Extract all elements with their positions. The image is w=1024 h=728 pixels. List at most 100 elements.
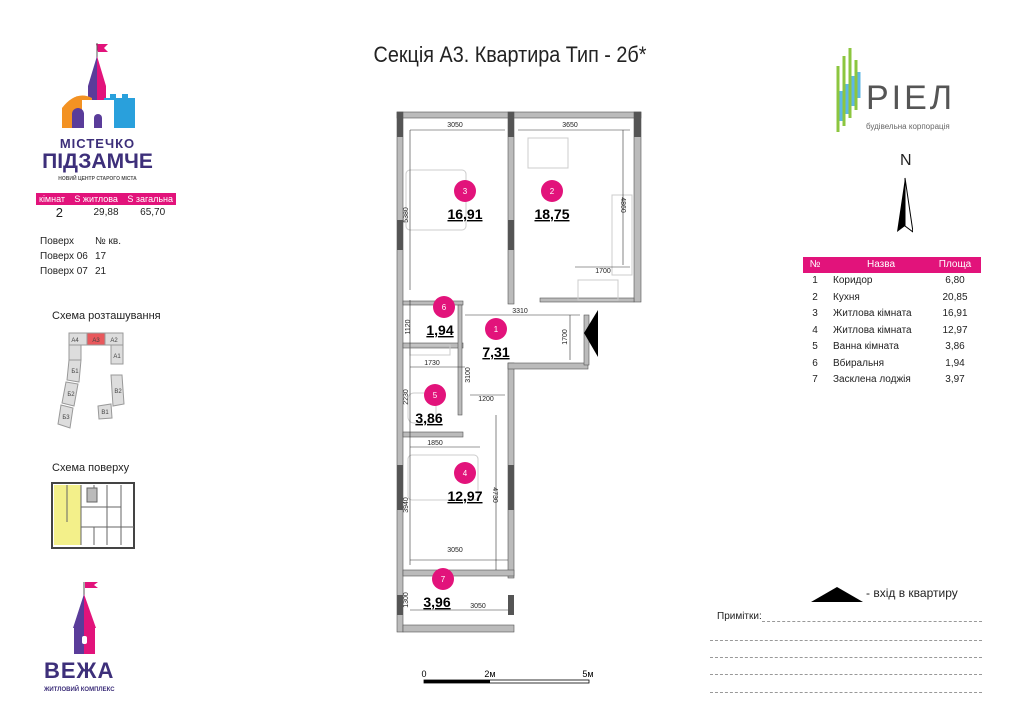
location-scheme-label: Схема розташування — [52, 310, 161, 322]
summary-header: S житлова — [74, 194, 118, 204]
dimension-label: 1730 — [424, 360, 440, 367]
room-number: 5 — [433, 391, 438, 400]
table-cell: 6 — [812, 357, 818, 369]
brand-tagline: НОВИЙ ЦЕНТР СТАРОГО МІСТА — [58, 176, 137, 182]
dimension-label: 5380 — [403, 207, 410, 223]
table-cell: Ванна кімната — [833, 341, 899, 352]
table-row: 6 Вбиральня 1,94 — [803, 356, 981, 373]
north-label: N — [900, 152, 912, 169]
section-label: А4 — [71, 338, 79, 344]
dimension-label: 1850 — [427, 440, 443, 447]
room-area: 3,96 — [423, 594, 450, 610]
room-number: 7 — [441, 575, 446, 584]
table-cell: Житлова кімната — [833, 324, 912, 336]
notes-line — [710, 674, 982, 675]
column-header: № — [809, 259, 821, 270]
dimension-label: 1300 — [403, 592, 410, 608]
table-cell: 4 — [812, 324, 818, 336]
room-number: 6 — [442, 303, 447, 312]
floor-scheme — [51, 482, 135, 549]
scale-bar: 0 2м 5м — [421, 669, 594, 684]
summary-value: 65,70 — [140, 207, 166, 218]
dimension-label: 3310 — [512, 308, 528, 315]
floor-name: Поверх 06 — [40, 251, 88, 262]
dimension-label: 3050 — [447, 122, 463, 129]
table-cell: 1,94 — [945, 357, 965, 369]
table-cell: 6,80 — [945, 275, 965, 286]
summary-header: S загальна — [127, 194, 173, 204]
scale-label: 5м — [582, 669, 593, 679]
floor-name: Поверх 07 — [40, 266, 88, 277]
room-area: 12,97 — [447, 488, 482, 504]
brand-line1: МІСТЕЧКО — [59, 136, 136, 151]
floors-header: № кв. — [95, 236, 121, 247]
dimension-label: 2230 — [403, 389, 410, 405]
table-row: 2 Кухня 20,85 — [803, 290, 981, 307]
room-number-badge — [454, 462, 476, 484]
dimension-label: 3650 — [562, 122, 578, 129]
table-row: 3 Житлова кімната 16,91 — [803, 306, 981, 323]
room-number: 1 — [494, 325, 499, 334]
summary-value: 2 — [55, 205, 63, 220]
room-number-badge — [432, 568, 454, 590]
section-label: Б1 — [71, 369, 79, 375]
section-label: В2 — [114, 389, 122, 395]
dimension-label: 1120 — [405, 319, 412, 334]
table-cell: 20,85 — [942, 291, 968, 303]
room-number-badge — [433, 296, 455, 318]
table-cell: Засклена лоджія — [833, 374, 911, 385]
entrance-legend: - вхід в квартиру — [866, 586, 958, 600]
floor-scheme-label: Схема поверху — [52, 462, 130, 474]
dimension-label: 4860 — [619, 197, 626, 213]
table-cell: 5 — [812, 341, 818, 352]
dimension-label: 4730 — [491, 487, 498, 503]
table-cell: Коридор — [833, 275, 873, 286]
dimension-label: 1700 — [562, 329, 569, 345]
table-cell: 7 — [812, 374, 818, 385]
dimension-label: 1700 — [595, 268, 611, 275]
room-number: 2 — [550, 187, 555, 196]
room-area: 3,86 — [415, 410, 442, 426]
section-label: А1 — [113, 354, 121, 360]
room-area: 18,75 — [534, 206, 569, 222]
summary-value: 29,88 — [93, 207, 119, 218]
entrance-arrow-icon — [811, 587, 863, 602]
column-header: Назва — [866, 259, 896, 270]
table-row: 4 Житлова кімната 12,97 — [803, 323, 981, 340]
table-cell: 16,91 — [942, 308, 968, 319]
riel-name: РІЕЛ — [866, 79, 956, 117]
table-cell: 2 — [812, 291, 818, 303]
table-cell: 12,97 — [942, 324, 968, 336]
table-cell: 3 — [812, 308, 818, 319]
north-arrow-icon — [897, 177, 913, 233]
table-cell: 3,86 — [945, 341, 965, 352]
summary-table: кімнат S житлова S загальна 2 29,88 65,70 — [36, 193, 176, 221]
vezha-name: ВЕЖА — [44, 658, 115, 683]
room-number: 3 — [463, 187, 468, 196]
table-row: 5 Ванна кімната 3,86 — [803, 339, 981, 356]
table-cell: Кухня — [833, 291, 860, 303]
section-label: Б3 — [62, 415, 70, 421]
room-area: 7,31 — [482, 344, 509, 360]
table-cell: Житлова кімната — [833, 308, 912, 319]
room-number-badge — [424, 384, 446, 406]
apt-number: 21 — [95, 266, 107, 277]
dimension-label: 3050 — [447, 547, 463, 554]
room-number-badge — [541, 180, 563, 202]
scale-label: 2м — [484, 669, 495, 679]
dimension-label: 3940 — [403, 497, 410, 513]
pidzamche-logo-icon — [62, 43, 135, 128]
location-scheme: А4 А3 А2 А1 Б1 Б2 Б3 В1 В2 — [57, 332, 125, 429]
entrance-marker-icon — [584, 310, 598, 357]
dimension-label: 3100 — [465, 367, 472, 383]
summary-header: кімнат — [39, 194, 66, 204]
column-header: Площа — [938, 259, 972, 270]
notes-line — [762, 621, 982, 622]
vezha-logo-icon — [73, 582, 98, 654]
notes-line — [710, 657, 982, 658]
section-label: А2 — [110, 338, 118, 344]
dimension-label: 3050 — [470, 603, 486, 610]
table-cell: Вбиральня — [833, 357, 885, 369]
